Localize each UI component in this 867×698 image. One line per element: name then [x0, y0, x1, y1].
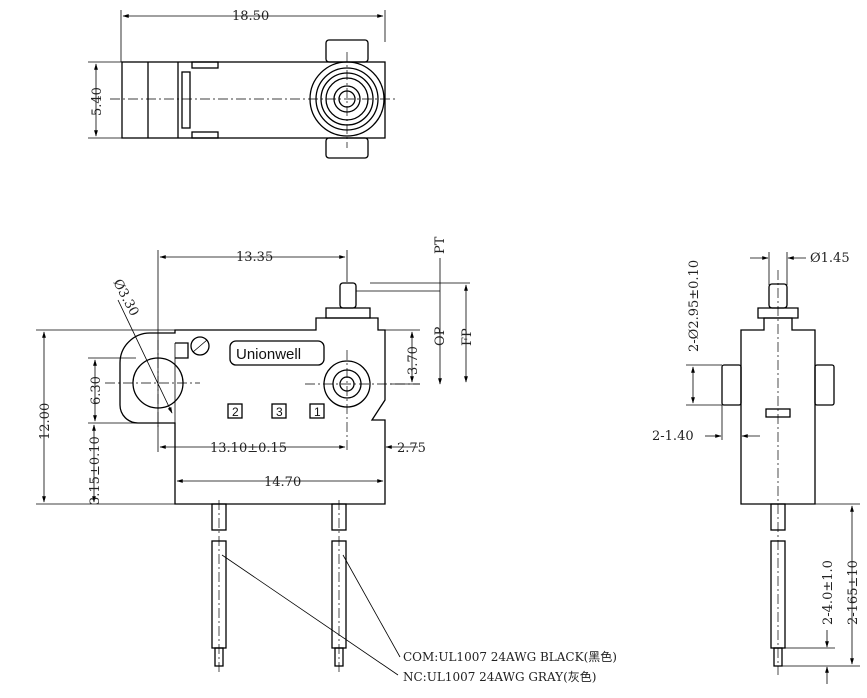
- base-height-dim: 3.15±0.10: [88, 436, 103, 505]
- label-pt: PT: [433, 236, 448, 254]
- body-width-dim: 14.70: [264, 475, 301, 490]
- pitch-dim: 13.10±0.15: [210, 441, 287, 456]
- strip-length-dim: 2-4.0±1.0: [821, 560, 836, 625]
- nc-wire-note: NC:UL1007 24AWG GRAY(灰色): [403, 670, 596, 684]
- plunger-diameter-dim: Ø1.45: [810, 251, 850, 266]
- boss-width-dim: 2-1.40: [652, 429, 694, 444]
- terminal-label-1: 1: [314, 405, 321, 419]
- com-wire-note: COM:UL1007 24AWG BLACK(黑色): [403, 650, 617, 664]
- wire-length-dim: 2-165±10: [846, 560, 861, 625]
- center-distance-dim: 13.35: [236, 250, 273, 265]
- front-view: 13.35 Ø3.30 Unionwell 2 3 1: [36, 236, 617, 684]
- label-fp: FP: [460, 328, 475, 346]
- top-height-dim: 5.40: [90, 87, 105, 116]
- terminal-label-2: 2: [232, 405, 239, 419]
- brand-label: Unionwell: [236, 346, 301, 363]
- hole-diameter-dim: Ø3.30: [109, 277, 141, 319]
- label-op: OP: [433, 326, 448, 346]
- terminal-label-3: 3: [276, 405, 283, 419]
- operating-height-dim: 3.70: [406, 346, 421, 375]
- top-view: 18.50 5.40: [88, 9, 395, 159]
- hole-height-dim: 6.30: [89, 376, 104, 405]
- edge-dim: 2.75: [397, 441, 426, 456]
- side-view: Ø1.45 2-Ø2.95±0.10 2-1.40 2-4.0±1.0 2-16…: [652, 251, 861, 684]
- hole-diameter-side-dim: 2-Ø2.95±0.10: [687, 260, 702, 352]
- top-width-dim: 18.50: [232, 9, 269, 24]
- total-height-dim: 12.00: [38, 403, 53, 440]
